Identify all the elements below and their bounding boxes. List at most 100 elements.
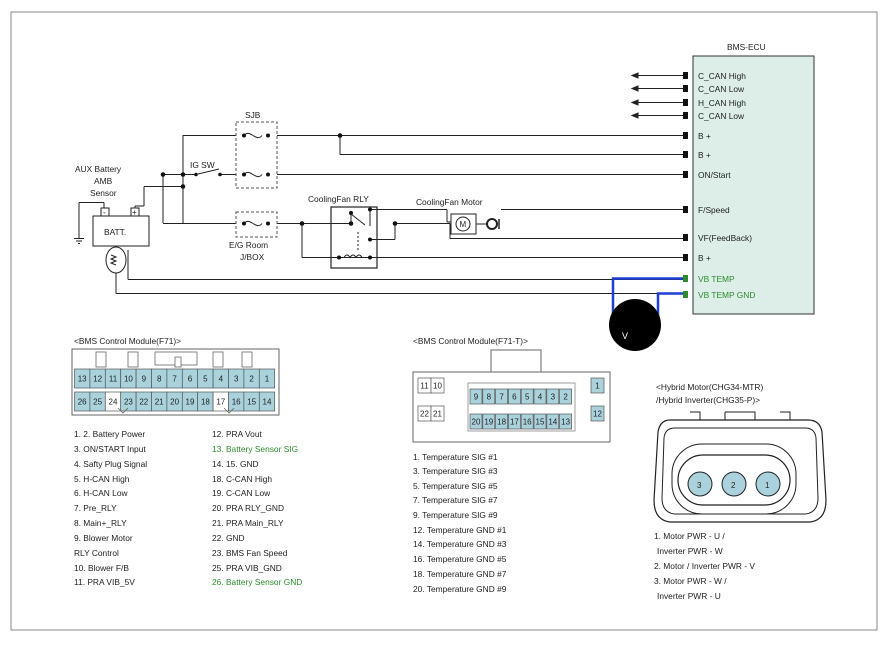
f71t-legend-4: 9. Temperature SIG #9 [413,510,498,520]
f71t-pin-1-cell [590,377,605,394]
f71-pin-6: 6 [188,375,193,384]
f71-legend-right-10: 26. Battery Sensor GND [212,577,302,587]
ecu-pin-c-can-high: C_CAN High [698,71,746,81]
f71-pin-20: 20 [170,398,179,407]
f71t-title: <BMS Control Module(F71-T)> [413,336,528,346]
hybrid-pin-label-1: 1 [765,481,770,490]
f71-pin-12: 12 [93,375,102,384]
hybrid-pin-1 [755,471,781,497]
f71t-pin-10-cell [430,377,445,394]
vb-temp-meter: V [609,277,683,351]
eg-room-jbox: E/G Room J/BOX [229,211,278,262]
f71t-pin-13-cell [559,413,572,430]
f71-pin-9: 9 [142,375,147,384]
f71t-pin-3-cell [546,388,560,405]
fan-rly-label: CoolingFan RLY [308,194,369,204]
f71-pin-25: 25 [93,398,102,407]
f71t-legend: 1. Temperature SIG #1 3. Temperature SIG… [413,452,507,594]
main-wiring [115,133,683,294]
ecu-pin-on-start: ON/Start [698,170,731,180]
f71-legend-right-7: 22. GND [212,533,245,543]
f71t-pin-16: 16 [523,418,532,427]
f71t-pin-8-cell [482,388,496,405]
f71t-pin-1: 1 [595,382,600,391]
f71-pin-15: 15 [247,398,256,407]
f71t-pin-12: 12 [593,410,602,419]
f71-legend-right-4: 19. C-CAN Low [212,488,271,498]
f71-pin-16: 16 [232,398,241,407]
hybrid-legend-4: Inverter PWR - U [657,591,721,601]
hybrid-title-1: <Hybrid Motor(CHG34-MTR) [656,382,763,392]
hybrid-pin-label-3: 3 [697,481,702,490]
f71t-pin-9-cell [469,388,483,405]
hybrid-pin-label-2: 2 [731,481,736,490]
f71-legend-left-7: 9. Blower Motor [74,533,133,543]
hybrid-legend: 1. Motor PWR - U / Inverter PWR - W 2. M… [654,531,755,601]
f71t-pin-16-cell [520,413,534,430]
f71t-pin-5-cell [520,388,534,405]
f71t-pin-4: 4 [538,393,543,402]
f71-legend-left-5: 7. Pre_RLY [74,503,117,513]
cooling-fan-motor: CoolingFan Motor M [416,197,500,235]
f71t-legend-8: 18. Temperature GND #7 [413,569,507,579]
ig-sw-label: IG SW [190,160,215,170]
f71-title: <BMS Control Module(F71)> [74,336,181,346]
f71-legend-right-6: 21. PRA Main_RLY [212,518,284,528]
f71-legend-left-8: RLY Control [74,548,119,558]
f71-pin-23: 23 [124,398,133,407]
f71-legend-right-5: 20. PRA RLY_GND [212,503,284,513]
batt-plus: + [132,208,137,217]
f71t-pin-18-cell [495,413,508,430]
f71-pin-13: 13 [78,375,87,384]
f71-pin-7: 7 [172,375,177,384]
hybrid-legend-3: 3. Motor PWR - W / [654,576,727,586]
f71t-pin-14: 14 [548,418,557,427]
ecu-pin-c-can-low-2: C_CAN Low [698,111,745,121]
f71-pin-4: 4 [219,375,224,384]
f71-legend-left-1: 3. ON/START Input [74,444,146,454]
motor-m-label: M [460,220,467,229]
outer-frame [10,11,878,631]
f71t-pin-3: 3 [551,393,556,402]
f71-legend-left-0: 1. 2. Battery Power [74,429,145,439]
f71-legend-right-1: 13. Battery Sensor SIG [212,444,298,454]
f71t-pin-22: 22 [420,410,429,419]
f71t-pin-6-cell [508,388,521,405]
f71t-legend-2: 5. Temperature SIG #5 [413,481,498,491]
f71t-pin-18: 18 [497,418,506,427]
can-arrows [630,72,683,119]
f71-pin-2: 2 [249,375,254,384]
hybrid-title-2: /Hybrid Inverter(CHG35-P)> [656,395,760,405]
f71t-pin-5: 5 [525,393,530,402]
sjb-label: SJB [245,110,261,120]
f71t-pin-2: 2 [563,393,568,402]
f71t-pin-6: 6 [512,393,517,402]
ecu-pin-f-speed: F/Speed [698,205,730,215]
hybrid-pin-3 [687,471,713,497]
f71t-legend-7: 16. Temperature GND #5 [413,554,507,564]
batt-minus: - [103,208,106,217]
meter-v-label: V [622,331,628,341]
ecu-box [692,55,815,315]
f71t-pin-20-cell [469,413,483,430]
f71t-pin-21: 21 [433,410,442,419]
f71t-pin-19: 19 [484,418,493,427]
f71t-pin-20: 20 [472,418,481,427]
f71t-legend-9: 20. Temperature GND #9 [413,584,507,594]
f71t-pin-15: 15 [536,418,545,427]
aux-battery-sensor: AUX Battery AMB Sensor - + BATT. [74,164,150,274]
f71t-pin-15-cell [533,413,547,430]
ecu-pin-h-can-high: H_CAN High [698,98,746,108]
f71t-pin-7: 7 [499,393,504,402]
f71t-pin-14-cell [546,413,560,430]
f71-pin-1: 1 [265,375,270,384]
f71t-legend-1: 3. Temperature SIG #3 [413,466,498,476]
aux-label-3: Sensor [90,188,117,198]
hybrid-connector: <Hybrid Motor(CHG34-MTR) /Hybrid Inverte… [653,382,827,523]
f71-legend-right-2: 14. 15. GND [212,459,259,469]
f71t-pin-13: 13 [561,418,570,427]
aux-label-1: AUX Battery [75,164,122,174]
ecu-pin-b-plus-1: B + [698,131,711,141]
